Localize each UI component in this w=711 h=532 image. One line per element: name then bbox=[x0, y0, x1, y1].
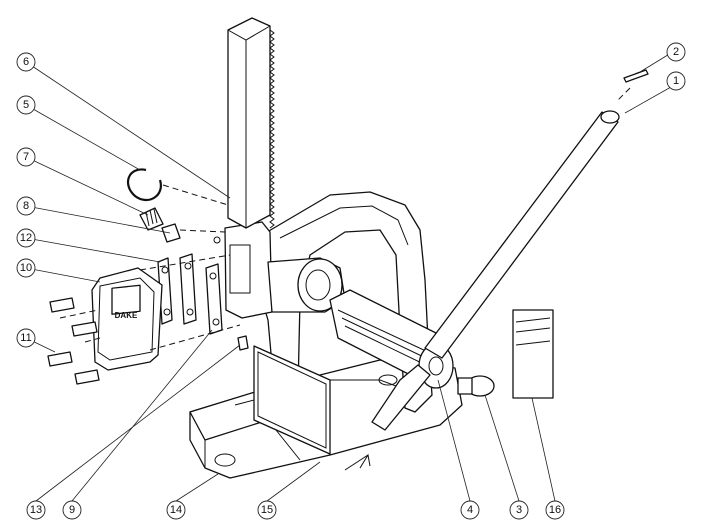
instruction-card bbox=[512, 309, 554, 399]
handle-bar bbox=[371, 110, 620, 431]
cover-plate: DAKE bbox=[91, 267, 163, 371]
callout-14: 14 bbox=[166, 500, 186, 520]
callout-15: 15 bbox=[257, 500, 277, 520]
callout-7: 7 bbox=[16, 147, 36, 167]
callout-12-label: 12 bbox=[20, 232, 32, 244]
callout-5-label: 5 bbox=[23, 99, 29, 111]
callout-16-label: 16 bbox=[549, 504, 561, 516]
assembly-guides bbox=[59, 184, 371, 471]
callout-5: 5 bbox=[16, 95, 36, 115]
gib-plates bbox=[157, 253, 223, 335]
callout-12: 12 bbox=[16, 228, 36, 248]
callout-2-label: 2 bbox=[673, 46, 679, 58]
callout-13: 13 bbox=[26, 500, 46, 520]
callout-1-label: 1 bbox=[673, 75, 679, 87]
spring bbox=[161, 223, 181, 243]
callout-3-label: 3 bbox=[516, 504, 522, 516]
callout-8-label: 8 bbox=[23, 200, 29, 212]
handle-pin bbox=[617, 69, 649, 101]
callout-11-label: 11 bbox=[20, 332, 31, 344]
callout-14-label: 14 bbox=[170, 504, 182, 516]
callout-4-label: 4 bbox=[467, 504, 473, 516]
callout-1: 1 bbox=[666, 71, 686, 91]
callout-9: 9 bbox=[62, 500, 82, 520]
callout-2: 2 bbox=[666, 42, 686, 62]
callout-6: 6 bbox=[16, 52, 36, 72]
svg-text:DAKE: DAKE bbox=[115, 311, 138, 320]
callout-16: 16 bbox=[545, 500, 565, 520]
callout-3: 3 bbox=[509, 500, 529, 520]
callout-9-label: 9 bbox=[69, 504, 75, 516]
callout-13-label: 13 bbox=[30, 504, 42, 516]
pinion-housing bbox=[267, 257, 346, 313]
cap-screws bbox=[47, 297, 100, 385]
ram-rack bbox=[227, 17, 275, 229]
callout-10: 10 bbox=[16, 258, 36, 278]
callout-4: 4 bbox=[460, 500, 480, 520]
leader-lines bbox=[25, 52, 672, 502]
clamp-knob bbox=[457, 375, 495, 397]
callout-11: 11 bbox=[16, 328, 36, 348]
press-frame bbox=[213, 191, 433, 413]
callout-15-label: 15 bbox=[261, 504, 273, 516]
warning-label bbox=[253, 345, 331, 455]
callout-10-label: 10 bbox=[20, 262, 32, 274]
set-pin bbox=[237, 335, 249, 351]
callout-6-label: 6 bbox=[23, 56, 29, 68]
retaining-ring bbox=[126, 168, 162, 202]
spring-plunger bbox=[139, 207, 164, 231]
callout-8: 8 bbox=[16, 196, 36, 216]
callout-7-label: 7 bbox=[23, 151, 29, 163]
